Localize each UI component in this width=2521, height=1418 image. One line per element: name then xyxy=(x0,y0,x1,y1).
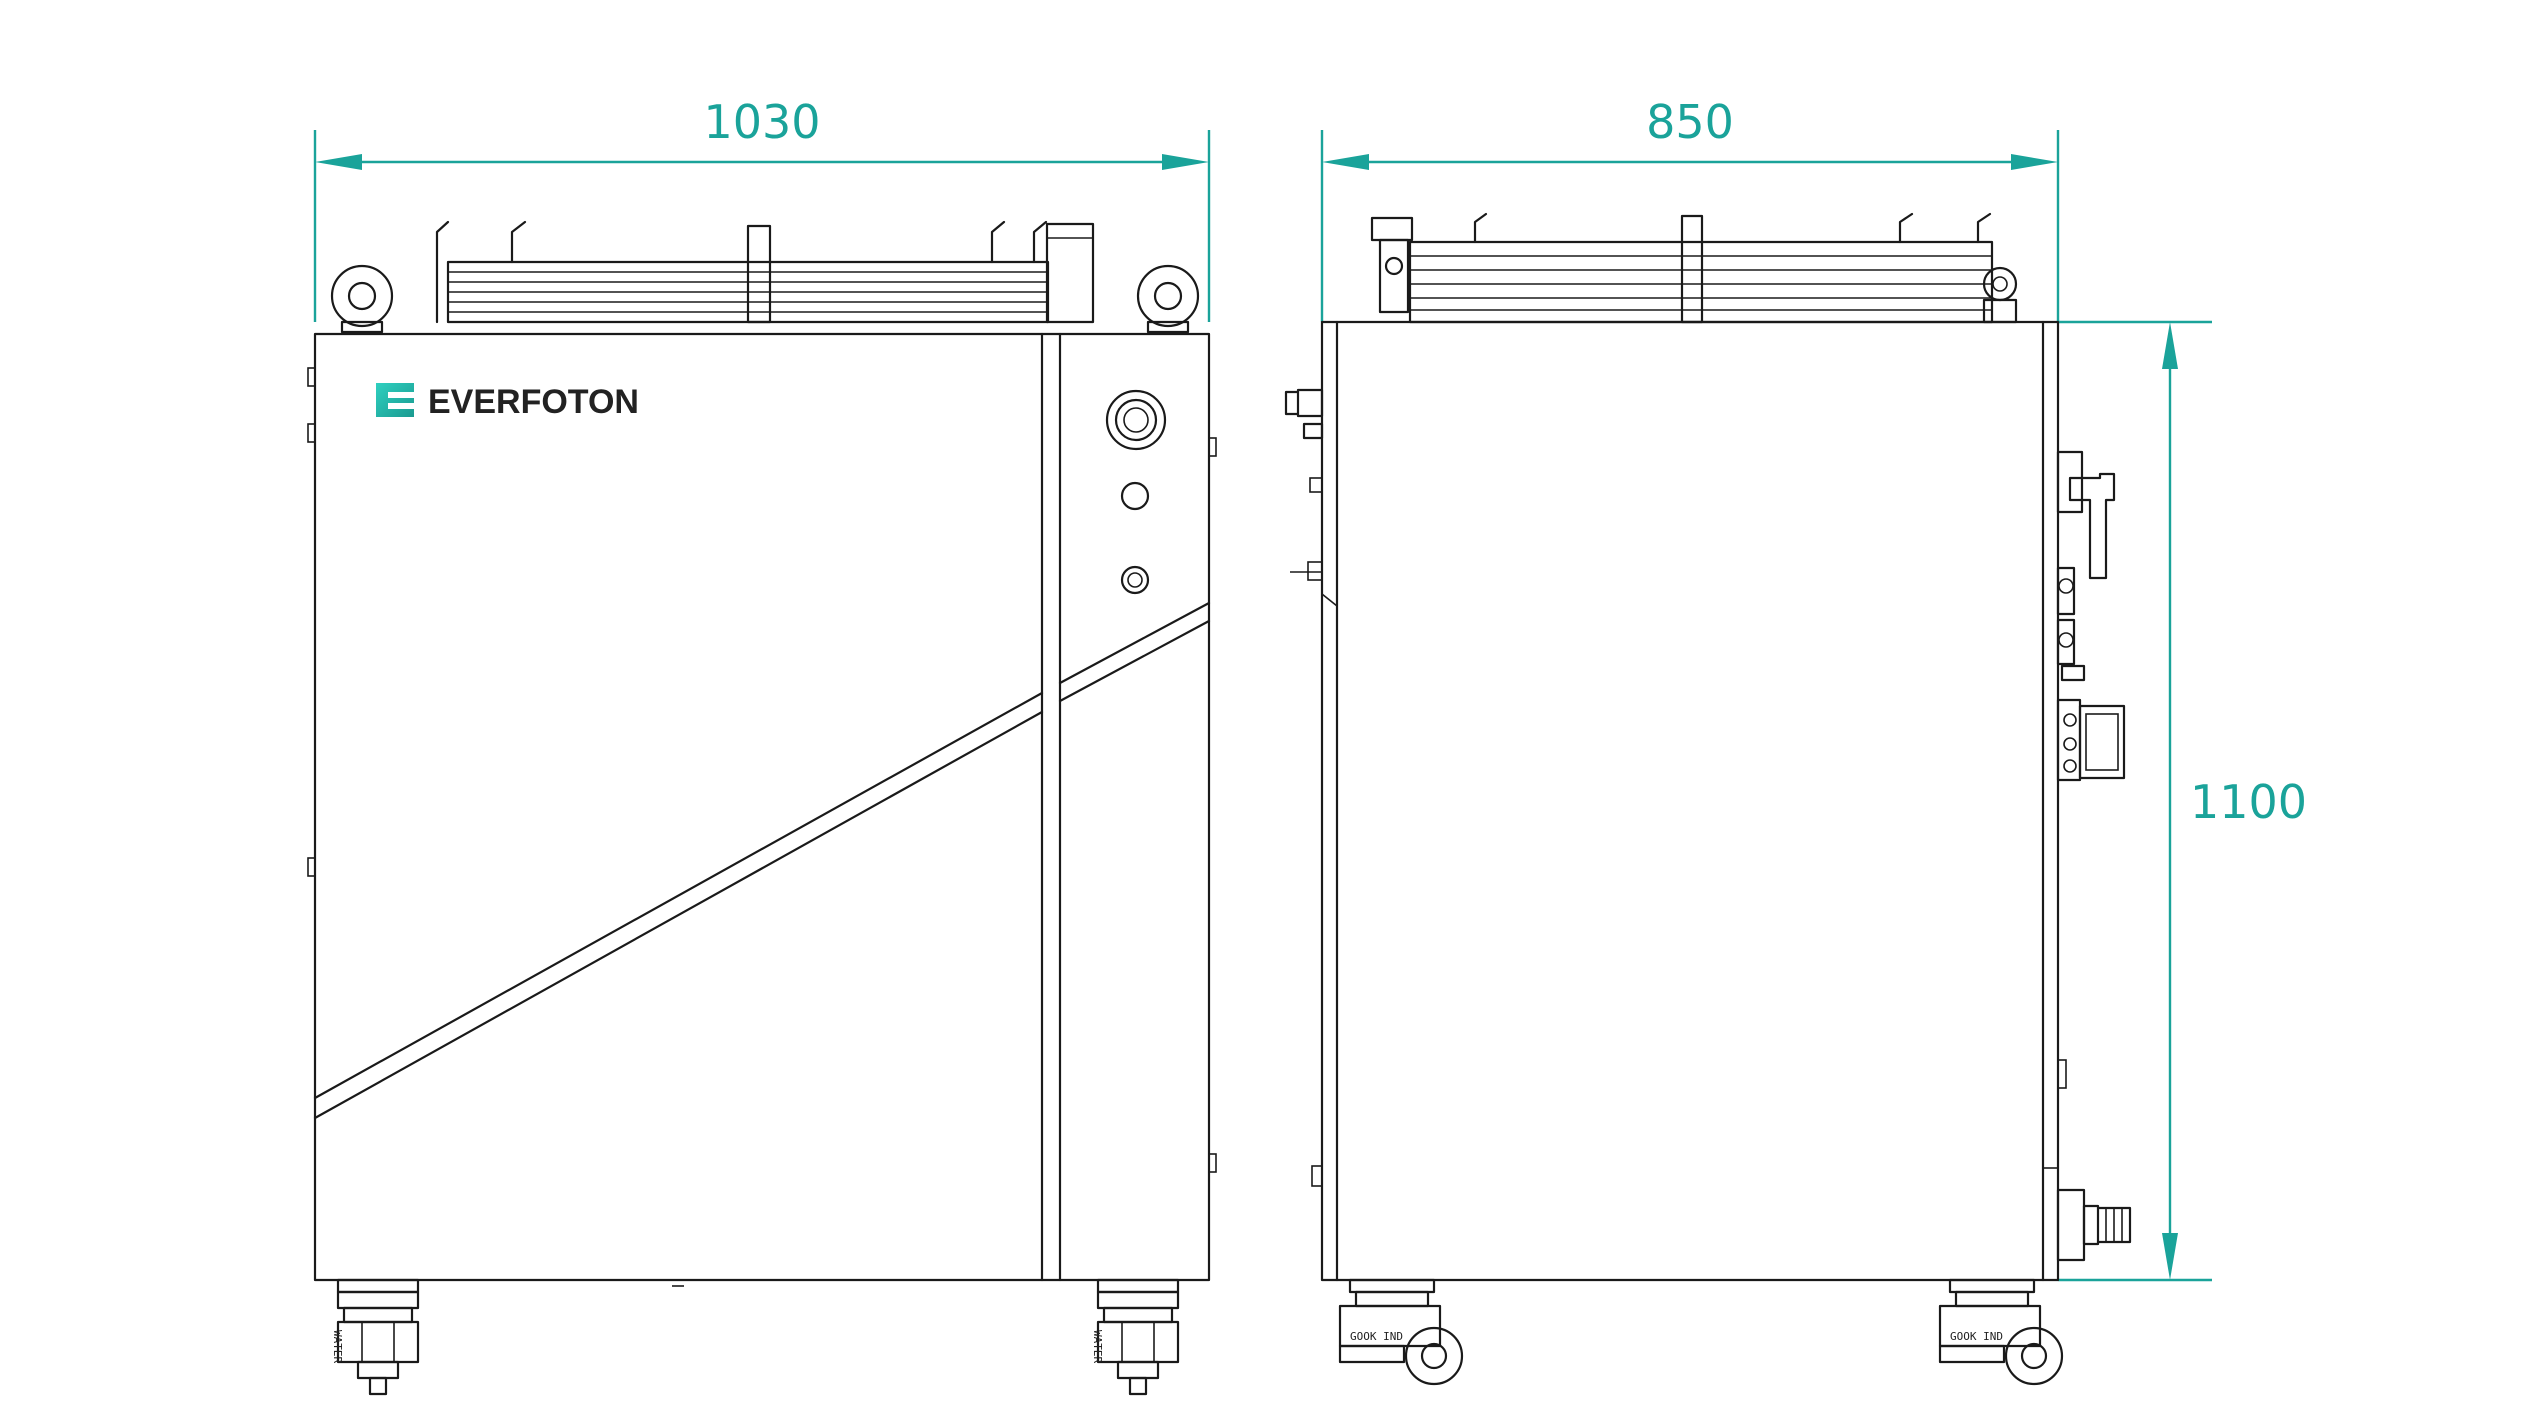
side-left-caster-label: GOOK IND xyxy=(1350,1330,1403,1343)
front-control-panel xyxy=(1105,389,1167,595)
front-left-foot-label: WATER xyxy=(331,1330,344,1363)
front-top-rails xyxy=(435,220,1095,324)
front-right-foot-label: WATER xyxy=(1091,1330,1104,1363)
side-depth-dimension: 850 xyxy=(1320,95,2060,322)
side-view: 850 1100 xyxy=(1284,95,2307,1386)
brand-name: EVERFOTON xyxy=(428,383,639,421)
side-caster-left: GOOK IND xyxy=(1338,1278,1464,1386)
front-view: 1030 xyxy=(307,95,1217,1396)
water-inlet-fitting-icon xyxy=(2056,1188,2132,1262)
emergency-button-icon xyxy=(1120,565,1150,595)
key-switch-icon xyxy=(1105,389,1167,451)
indicator-lamp-icon xyxy=(1120,481,1150,511)
brand-logo-icon xyxy=(376,383,414,417)
front-lifting-eye-left xyxy=(330,264,394,334)
front-foot-left: WATER xyxy=(331,1278,420,1396)
front-lifting-eye-right xyxy=(1136,264,1200,334)
front-width-dimension: 1030 xyxy=(313,95,1211,322)
side-right-fittings xyxy=(2056,450,2132,1262)
front-foot-right: WATER xyxy=(1091,1278,1180,1396)
power-connector-icon xyxy=(2056,698,2126,782)
main-switch-handle-icon xyxy=(2056,450,2116,580)
brand-logo: EVERFOTON xyxy=(376,383,639,421)
front-width-label: 1030 xyxy=(703,95,820,149)
side-right-caster-label: GOOK IND xyxy=(1950,1330,2003,1343)
height-dimension: 1100 xyxy=(2058,320,2307,1282)
front-cabinet xyxy=(307,332,1217,1287)
side-depth-label: 850 xyxy=(1646,95,1734,149)
height-label: 1100 xyxy=(2190,775,2307,829)
side-cabinet xyxy=(1284,320,2060,1282)
side-caster-right: GOOK IND xyxy=(1938,1278,2064,1386)
side-top-rails xyxy=(1370,212,2018,324)
